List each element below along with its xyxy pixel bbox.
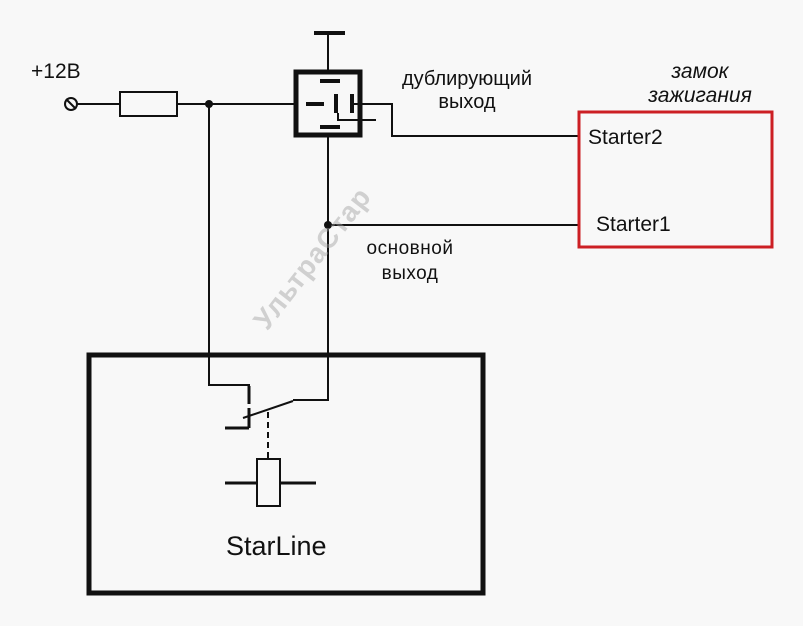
relay-contact bbox=[225, 386, 294, 458]
ignition-lock-label: замок зажигания bbox=[620, 60, 780, 108]
relay bbox=[293, 31, 376, 138]
wire-duplicate-output bbox=[352, 103, 580, 137]
ignition-lock-label-line2: зажигания bbox=[648, 84, 752, 107]
ignition-lock-box bbox=[577, 110, 774, 249]
main-output-label: основной выход bbox=[350, 236, 470, 286]
starline-label: StarLine bbox=[226, 531, 327, 561]
wire-supply-to-unit bbox=[208, 104, 250, 396]
duplicate-output-label: дублирующий выход bbox=[376, 68, 558, 114]
main-output-label-line2: выход bbox=[381, 263, 439, 284]
starter2-label: Starter2 bbox=[588, 126, 663, 149]
power-label: +12В bbox=[31, 60, 81, 83]
starline-unit-box bbox=[86, 352, 486, 596]
main-output-label-line1: основной bbox=[366, 238, 454, 259]
starter1-label: Starter1 bbox=[596, 213, 671, 236]
duplicate-output-label-line2: выход bbox=[438, 91, 496, 113]
ignition-lock-label-line1: замок bbox=[671, 60, 729, 83]
fuse bbox=[119, 91, 178, 117]
power-terminal bbox=[64, 97, 78, 111]
relay-coil bbox=[225, 458, 316, 507]
duplicate-output-label-line1: дублирующий bbox=[402, 68, 532, 90]
